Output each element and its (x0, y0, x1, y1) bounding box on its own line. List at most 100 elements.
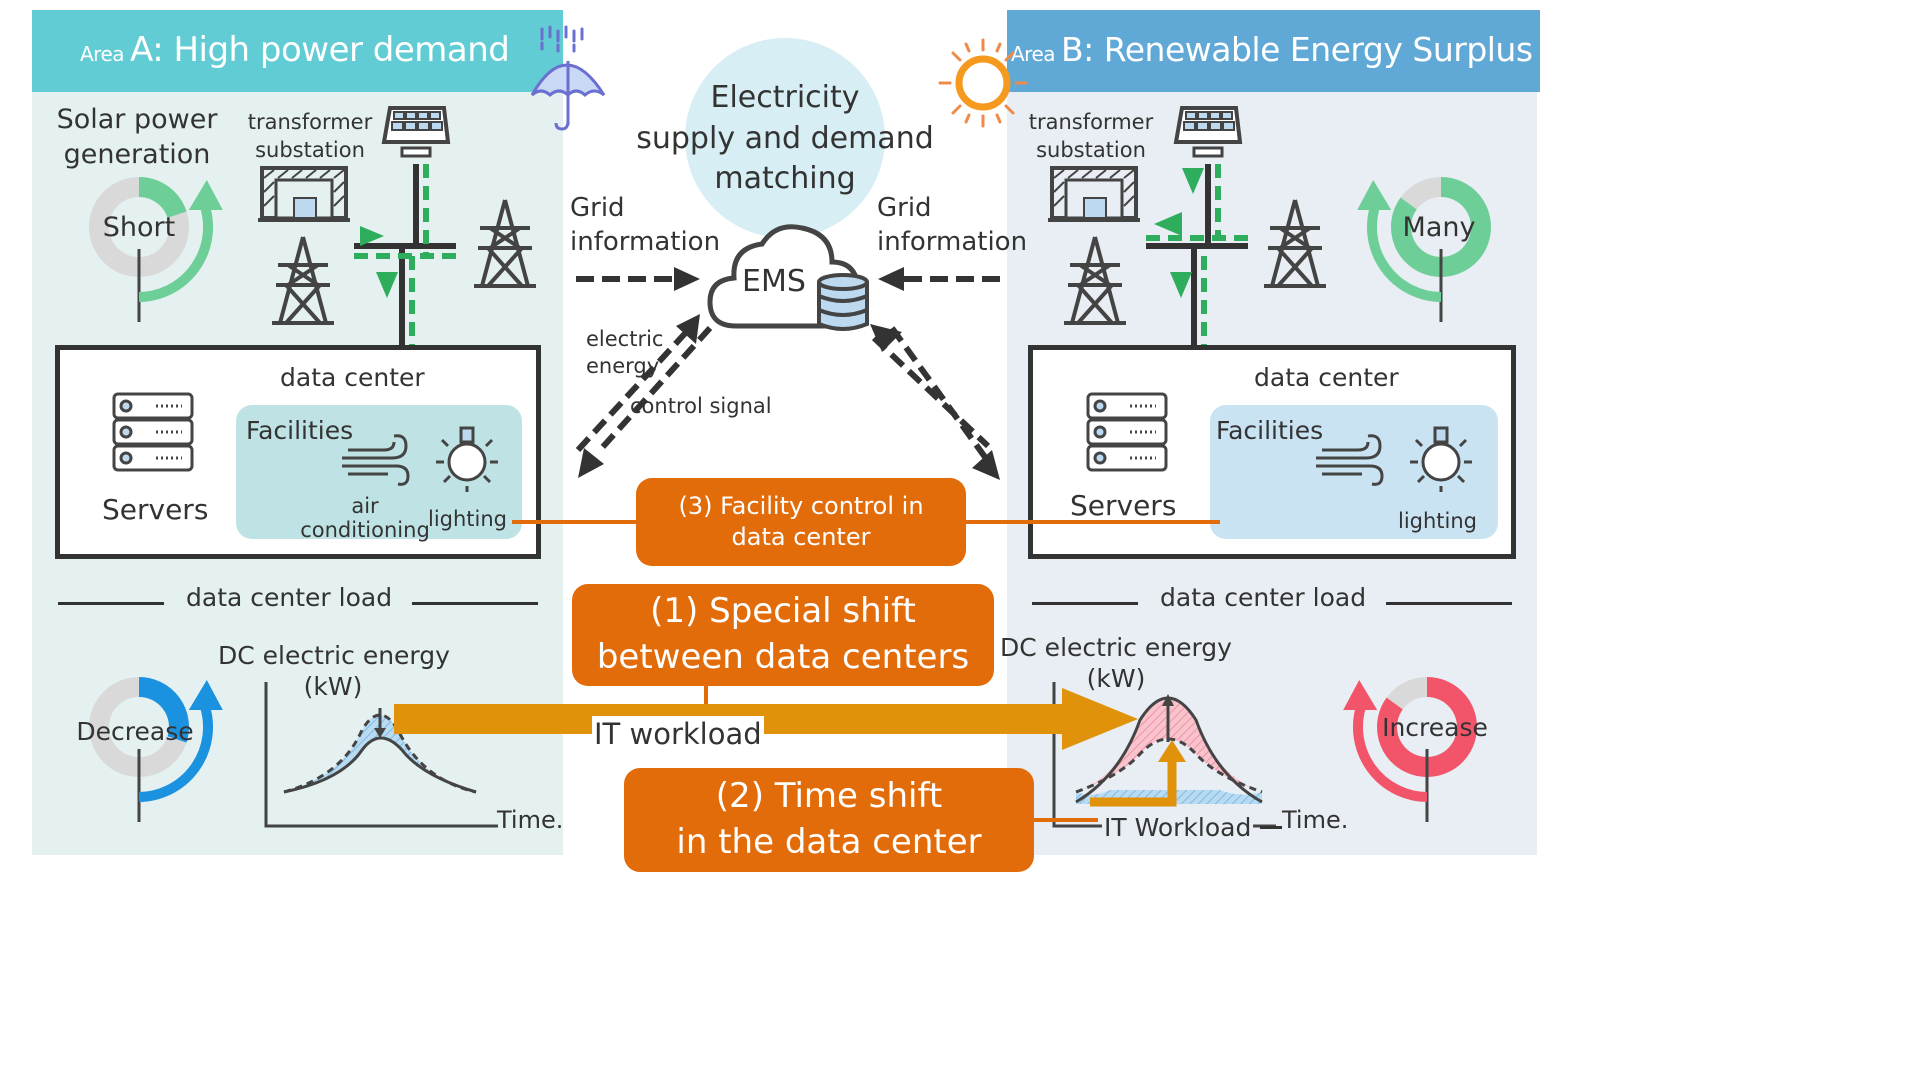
chart-a-new-curve (283, 736, 477, 794)
chart-a-ylabel-line-1: DC electric energy (218, 641, 450, 670)
load-gauge-decrease (89, 677, 223, 822)
cycle-arrowhead (1357, 180, 1392, 210)
ems-link-arrows-right (870, 324, 1000, 480)
connector (966, 520, 1220, 524)
grid-info-right: Grid information (877, 192, 1027, 260)
chart-a-original-curve (283, 713, 477, 794)
server-rack-icon (1086, 392, 1168, 472)
solar-label-line-1: Solar power (56, 104, 218, 135)
connector (512, 520, 636, 524)
load-status-increase: Increase (1382, 713, 1488, 742)
load-chart-a (264, 682, 498, 828)
spatial-shift-line-1: (1) Special shift (650, 591, 916, 632)
cycle-arrow (1366, 204, 1442, 302)
solar-gauge-short (89, 177, 223, 322)
air-conditioning-icon (342, 434, 410, 486)
cycle-arrow (1352, 704, 1428, 802)
facility-control-line-2: data center (731, 523, 871, 551)
servers-label-a: Servers (102, 493, 209, 526)
tower-icon (474, 199, 536, 288)
grid-info-right-line-2: information (877, 226, 1028, 257)
light-bulb-icon (436, 426, 498, 492)
area-a-title-text: A: High power demand (130, 30, 510, 70)
chart-a-axes (264, 682, 498, 828)
divider (1032, 602, 1138, 605)
gauge-fill (1377, 677, 1477, 777)
electric-energy-label: electric energy (586, 326, 663, 381)
umbrella-rain-icon (530, 25, 606, 131)
servers-label-b: Servers (1070, 489, 1177, 522)
solar-panel-icon (381, 106, 451, 158)
facility-control-box: (3) Facility control in data center (636, 478, 966, 566)
cycle-arrow (138, 704, 214, 802)
ems-link-arrows-left (575, 314, 713, 478)
connector (704, 684, 708, 704)
air-conditioning-line-2: conditioning (300, 518, 430, 543)
lighting-label-b: lighting (1398, 509, 1478, 533)
facility-control-line-1: (3) Facility control in (678, 491, 924, 520)
it-workload-label: IT workload (592, 716, 764, 754)
electric-energy-line-1: electric (586, 327, 664, 351)
time-shift-box: (2) Time shift in the data center (624, 768, 1034, 872)
air-conditioning-line-1: air (351, 494, 379, 518)
time-shift-line-2: in the data center (676, 822, 982, 862)
chart-b-xlabel: Time. (1282, 806, 1349, 834)
light-bulb-icon (1410, 426, 1472, 492)
power-line-a (354, 164, 456, 346)
substation-label-b: transformer substation (1026, 108, 1156, 165)
cycle-arrowhead (188, 680, 223, 710)
time-shift-line-1: (2) Time shift (715, 776, 943, 817)
divider (1260, 826, 1282, 829)
grid-info-left-line-1: Grid (570, 193, 625, 223)
chart-b-up-arrowhead (1162, 694, 1174, 706)
cycle-arrow (138, 204, 214, 302)
sun-icon (938, 38, 1028, 128)
grid-info-arrow-left (576, 267, 700, 291)
solar-generation-label: Solar power generation (52, 102, 222, 172)
substation-b-line-1: transformer (1028, 110, 1154, 134)
data-center-label-b: data center (1254, 363, 1399, 392)
facilities-label-b: Facilities (1216, 416, 1324, 445)
control-signal-label: control signal (630, 394, 772, 418)
substation-a-line-1: transformer (247, 110, 373, 134)
matching-bubble (685, 38, 885, 238)
air-conditioning-icon (1316, 434, 1384, 486)
time-shift-arrow (1090, 740, 1186, 807)
matching-label: Electricity supply and demand matching (630, 78, 940, 200)
area-b-title-text: B: Renewable Energy Surplus (1061, 30, 1533, 69)
chart-a-down-arrowhead (374, 728, 386, 738)
ems-label: EMS (742, 264, 806, 299)
spatial-shift-line-2: between data centers (596, 637, 970, 677)
chart-b-ylabel-line-2: (kW) (1086, 664, 1146, 694)
power-line-b (1146, 164, 1248, 346)
chart-a-ylabel: DC electric energy (kW) (218, 640, 450, 703)
load-status-decrease: Decrease (76, 717, 194, 746)
chart-b-ylabel: DC electric energy (kW) (1000, 632, 1232, 695)
cycle-arrowhead (188, 180, 223, 210)
chart-a-ylabel-line-2: (kW) (303, 672, 363, 702)
data-center-label-a: data center (280, 363, 425, 392)
chart-a-xlabel: Time. (497, 806, 564, 834)
lighting-label-a: lighting (428, 507, 508, 531)
gauge-fill (1391, 177, 1491, 277)
matching-line-3: matching (714, 161, 856, 196)
solar-label-line-2: generation (63, 139, 211, 171)
load-gauge-increase (1343, 677, 1477, 822)
grid-info-left-line-2: information (570, 226, 721, 257)
connector (1034, 818, 1098, 822)
substation-a-line-2: substation (255, 138, 365, 163)
matching-line-2: supply and demand (636, 120, 934, 156)
database-icon (817, 273, 869, 331)
solar-status-many: Many (1402, 212, 1476, 243)
divider (412, 602, 538, 605)
grid-info-left: Grid information (570, 192, 720, 260)
it-workload-label-b: IT Workload (1102, 812, 1254, 845)
area-a-prefix: Area (80, 42, 125, 66)
load-heading-a: data center load (186, 583, 393, 612)
gauge-fill (138, 677, 189, 743)
area-b-prefix: Area (1011, 42, 1056, 66)
